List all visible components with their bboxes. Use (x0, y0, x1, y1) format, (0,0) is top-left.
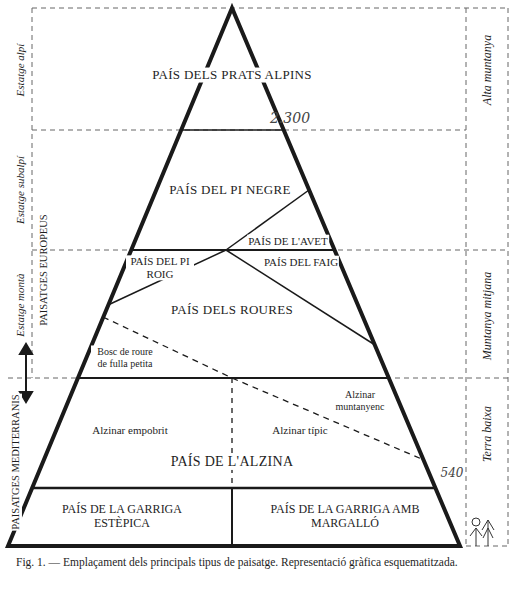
zone-label: PAÍS DELS PRATS ALPINS (151, 68, 313, 83)
subzone-label: Alzinar muntanyenc (331, 389, 389, 412)
subzone-label: Alzinar típic (271, 424, 328, 437)
zone-label: PAÍS DE L'AVET (247, 235, 329, 248)
altitude-note: 540 (440, 467, 465, 481)
stage-label: Estatge subalpí (14, 155, 27, 225)
zone-label: PAÍS DEL FAIG (263, 256, 339, 269)
figure-caption: Fig. 1. — Emplaçament dels principals ti… (16, 555, 502, 569)
subzone-label: Bosc de roure de fulla petita (91, 346, 159, 369)
altitude-note: 2.300 (269, 110, 311, 126)
zone-label: PAÍS DE LA GARRIGA AMB MARGALLÓ (264, 503, 426, 531)
zone-label: PAÍS DEL PI ROIG (126, 255, 194, 280)
altitude-label: Terra baixa (481, 405, 495, 463)
group-label: PAISATGES MEDITERRANIS (10, 393, 22, 530)
zone-label: PAÍS DEL PI NEGRE (168, 183, 292, 198)
zone-label: PAÍS DELS ROURES (170, 303, 294, 318)
group-label: PAISATGES EUROPEUS (38, 213, 50, 326)
stage-label: Estatge alpí (14, 43, 27, 98)
zone-label: PAÍS DE LA GARRIGA ESTÈPICA (46, 503, 198, 531)
stage-label: Estatge montà (14, 272, 27, 337)
altitude-label: Muntanya mitjana (481, 271, 495, 361)
zone-label: PAÍS DE L'ALZINA (170, 454, 295, 470)
subzone-label: Alzinar empobrit (91, 424, 168, 437)
altitude-label: Alta muntanya (481, 34, 495, 106)
